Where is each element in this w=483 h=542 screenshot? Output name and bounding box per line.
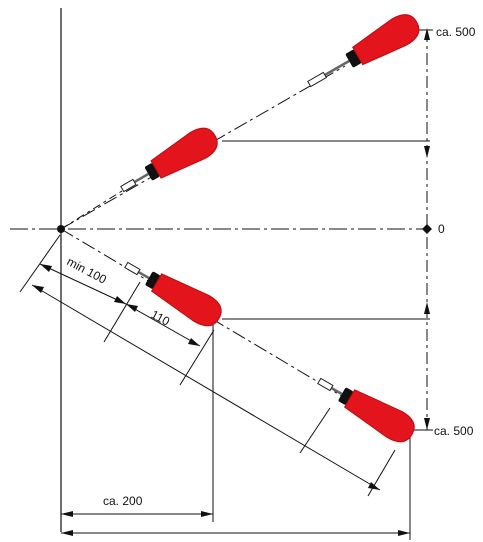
label-110: 110 xyxy=(149,307,173,328)
total-length-end-tick-2 xyxy=(367,449,396,497)
zero-diamond xyxy=(422,224,432,234)
label-bottom-ca-500: ca. 500 xyxy=(434,424,474,438)
arrow-up-top xyxy=(424,28,430,40)
upper-shallow-line xyxy=(60,185,131,230)
arrow-down-bottom xyxy=(424,418,430,430)
min-100-arrow-start xyxy=(40,264,52,272)
arrow-200-right xyxy=(201,511,213,517)
arrow-500-left xyxy=(61,530,73,536)
screwdriver-top-right xyxy=(307,14,420,88)
total-length-end-tick-1 xyxy=(299,407,331,454)
min-100-dimension-line xyxy=(39,263,127,305)
lower-line xyxy=(60,228,346,399)
min-100-arrow-end xyxy=(114,296,126,304)
length-110-arrow-end xyxy=(188,338,200,346)
arrow-200-left xyxy=(61,511,73,517)
length-110-arrow-start xyxy=(126,304,138,312)
length-110-dimension-line xyxy=(125,303,201,347)
total-length-dimension-line xyxy=(31,284,381,491)
screwdriver-lower-right xyxy=(317,377,415,443)
arrow-500-right xyxy=(398,530,410,536)
label-min-100: min 100 xyxy=(65,254,110,287)
label-ca-200: ca. 200 xyxy=(103,494,143,508)
label-zero: 0 xyxy=(438,222,445,236)
arrow-up-lower xyxy=(424,302,430,314)
min-100-end-tick-left xyxy=(19,234,61,293)
screwdriver-upper-left xyxy=(120,127,218,193)
total-length-arrow-start xyxy=(32,285,44,293)
screwdriver-lower-left xyxy=(124,261,222,327)
label-top-ca-500: ca. 500 xyxy=(436,25,476,39)
length-110-end-tick xyxy=(179,329,215,386)
arrow-down-upper xyxy=(424,146,430,158)
min-100-end-tick-right xyxy=(103,281,141,343)
